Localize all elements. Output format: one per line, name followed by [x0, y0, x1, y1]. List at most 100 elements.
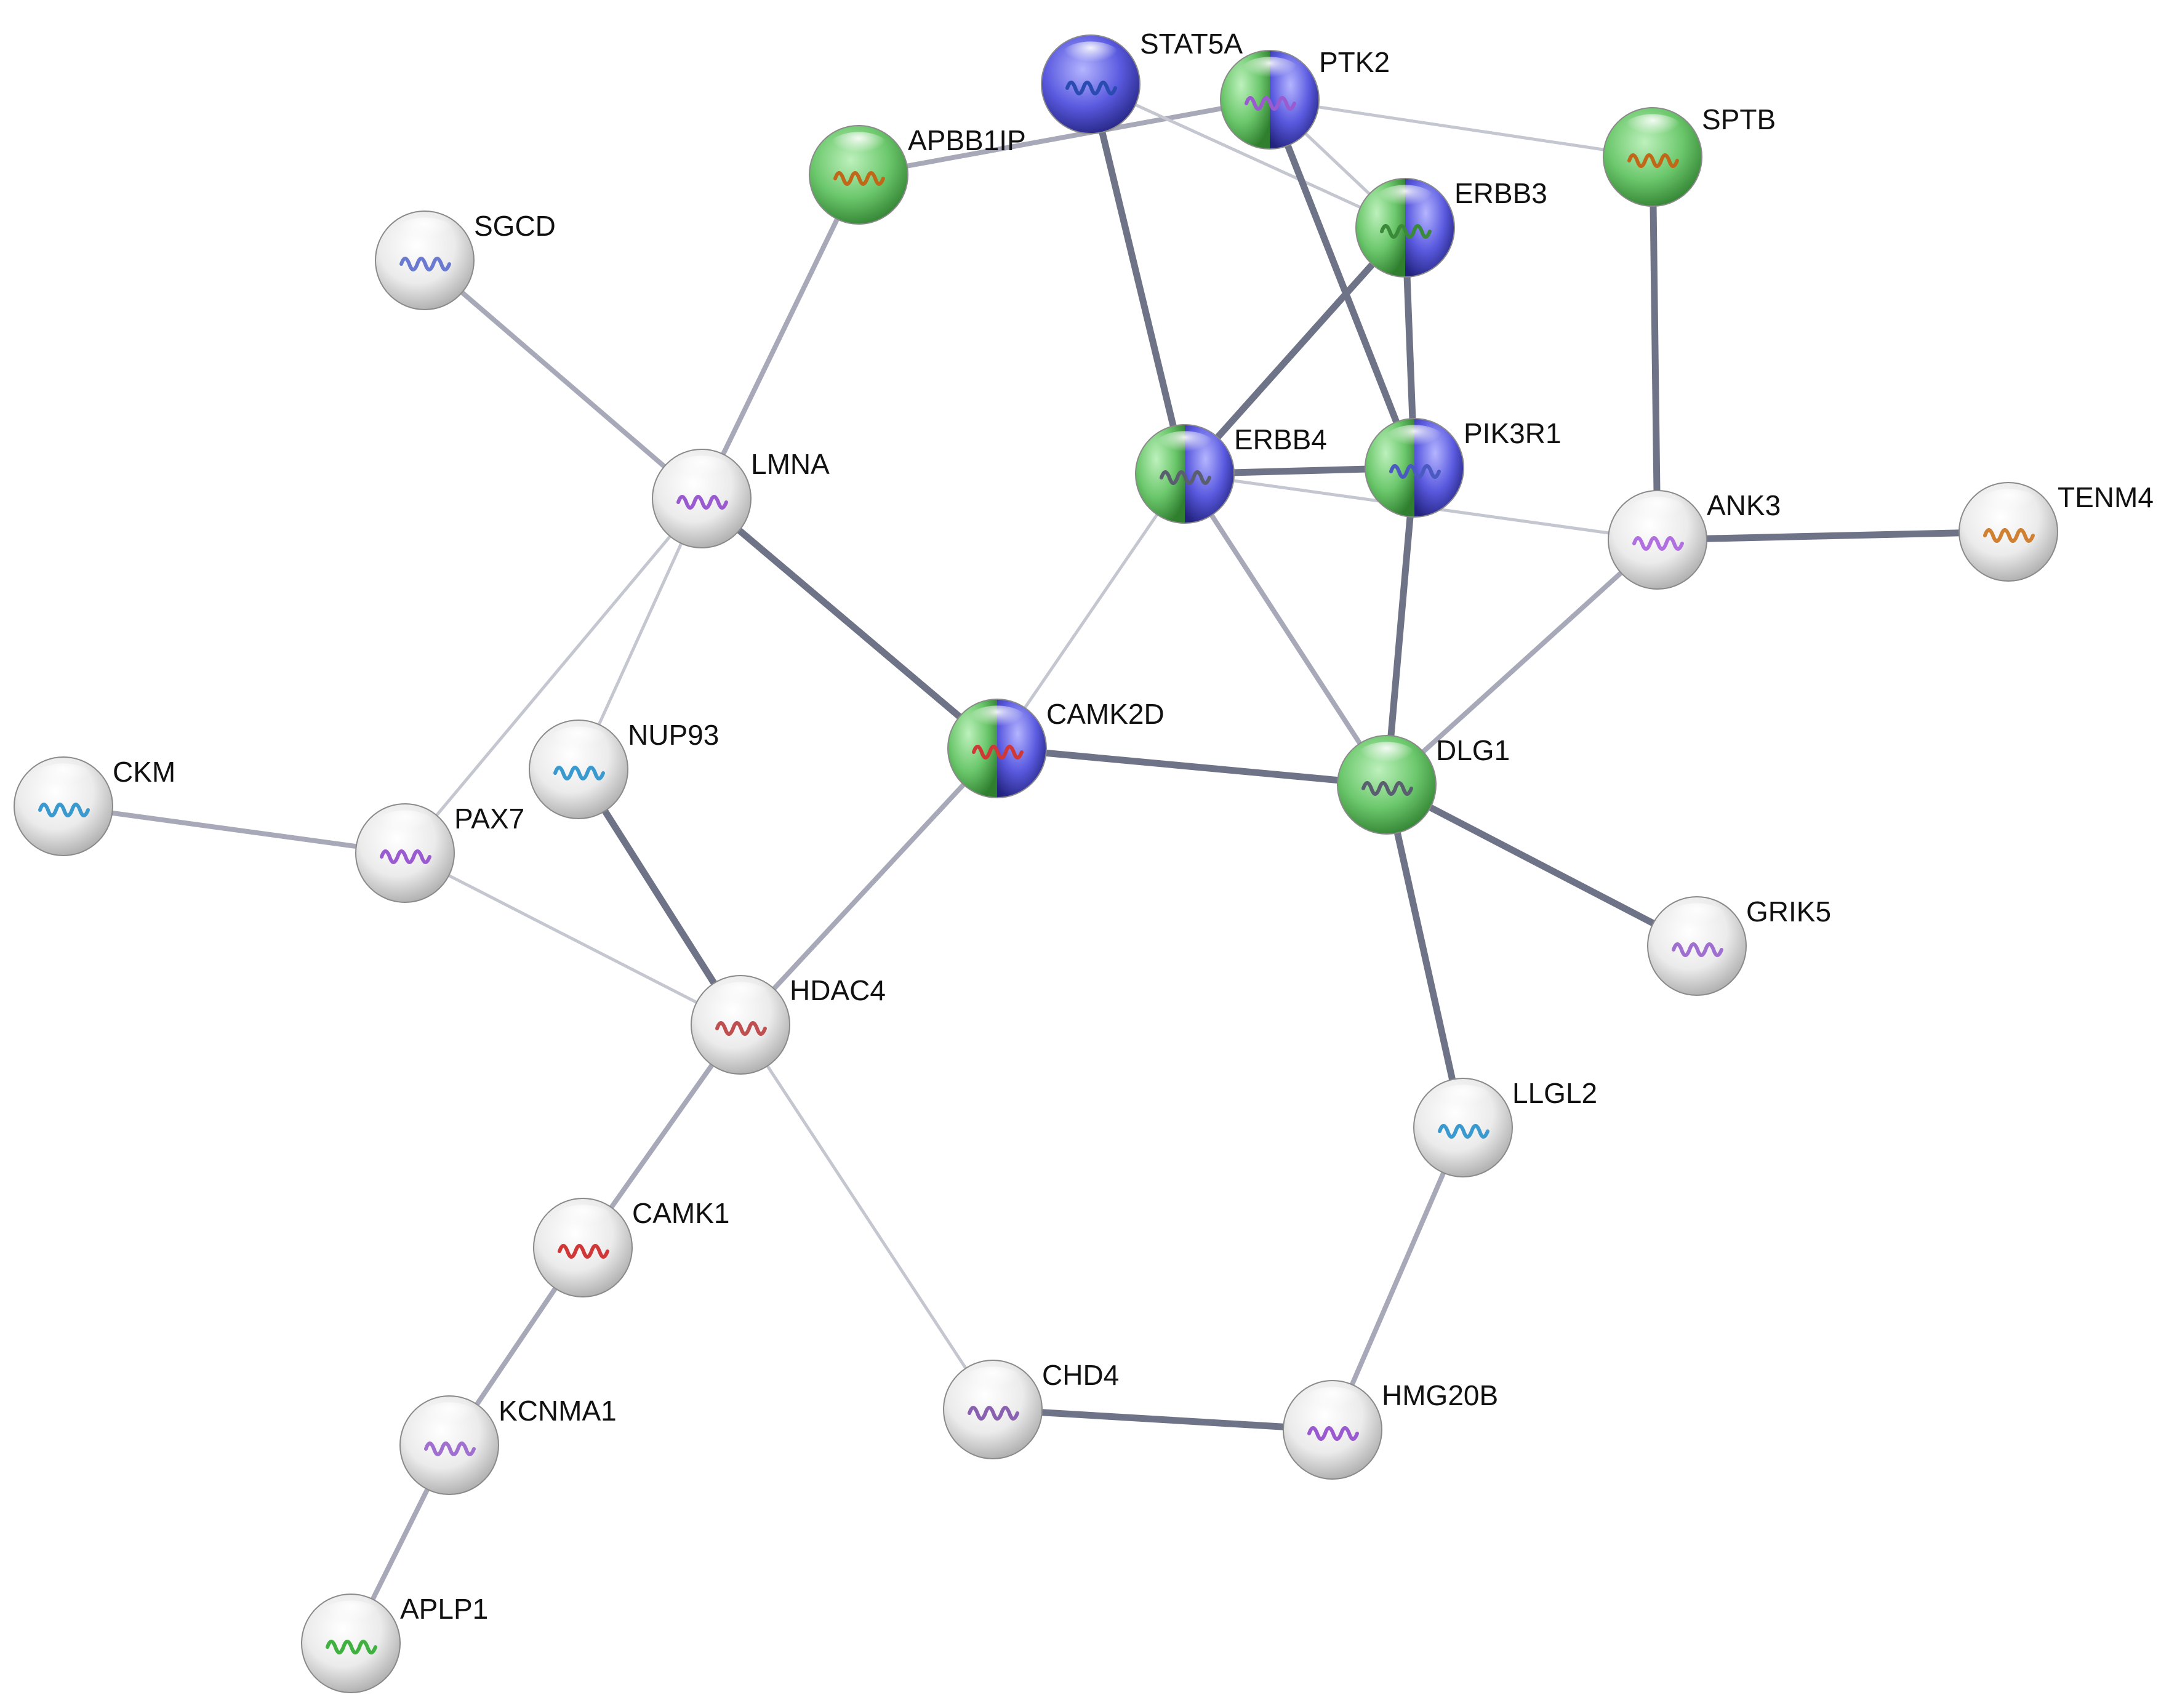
sphere-gloss — [1060, 41, 1121, 73]
node-llgl2[interactable]: LLGL2 — [1413, 1077, 1597, 1177]
node-apbb1ip[interactable]: APBB1IP — [809, 124, 1026, 225]
edge-pax7-hdac4[interactable] — [403, 851, 742, 1027]
edge-apbb1ip-lmna[interactable] — [699, 172, 861, 501]
node-label-llgl2: LLGL2 — [1512, 1077, 1597, 1109]
node-label-erbb4: ERBB4 — [1234, 423, 1327, 455]
coil-blue-icon — [399, 257, 451, 271]
sphere-rim — [1220, 50, 1320, 150]
node-lmna[interactable]: LMNA — [652, 448, 830, 548]
helix-orange-icon — [1627, 153, 1679, 168]
edge-pik3r1-dlg1[interactable] — [1383, 464, 1418, 788]
sphere-rim — [1337, 735, 1437, 835]
sphere-gloss — [1978, 489, 2039, 521]
sphere-rim — [533, 1198, 633, 1297]
edge-sgcd-lmna[interactable] — [422, 258, 704, 501]
edge-stat5a-erbb3[interactable] — [1089, 82, 1407, 230]
sphere-gloss — [1432, 1085, 1494, 1117]
node-erbb3[interactable]: ERBB3 — [1355, 177, 1547, 278]
sphere-gloss — [962, 1366, 1024, 1398]
edge-nup93-hdac4[interactable] — [575, 766, 744, 1028]
helix-blue-icon — [1065, 81, 1117, 95]
sphere-gloss — [1302, 1387, 1363, 1419]
node-hmg20b[interactable]: HMG20B — [1283, 1379, 1498, 1480]
node-camk2d[interactable]: CAMK2D — [947, 698, 1165, 798]
edge-lmna-camk2d[interactable] — [698, 495, 1001, 752]
edge-chd4-hmg20b[interactable] — [989, 1406, 1336, 1433]
edge-llgl2-hmg20b[interactable] — [1330, 1125, 1465, 1432]
node-ank3[interactable]: ANK3 — [1608, 489, 1781, 590]
edge-camk2d-hdac4[interactable] — [738, 746, 1000, 1027]
edge-hdac4-chd4[interactable] — [739, 1023, 995, 1411]
node-erbb4[interactable]: ERBB4 — [1135, 423, 1327, 524]
sphere-rim — [691, 975, 790, 1075]
node-chd4[interactable]: CHD4 — [943, 1359, 1119, 1459]
sphere-rim — [1413, 1078, 1513, 1177]
node-label-sgcd: SGCD — [474, 210, 556, 242]
sphere-gloss — [1384, 425, 1445, 457]
node-kcnma1[interactable]: KCNMA1 — [399, 1395, 617, 1495]
node-ptk2[interactable]: PTK2 — [1220, 46, 1390, 150]
domain-purple-icon — [1672, 942, 1723, 957]
edge-ptk2-sptb[interactable] — [1268, 98, 1654, 159]
edge-camk2d-dlg1[interactable] — [993, 745, 1390, 788]
node-camk1[interactable]: CAMK1 — [533, 1197, 729, 1297]
node-dlg1[interactable]: DLG1 — [1337, 734, 1510, 835]
edge-lmna-pax7[interactable] — [403, 497, 704, 855]
node-label-ptk2: PTK2 — [1319, 46, 1390, 78]
sphere-rim — [1608, 490, 1707, 590]
node-label-ckm: CKM — [113, 756, 175, 788]
node-ckm[interactable]: CKM — [14, 756, 175, 856]
node-pax7[interactable]: PAX7 — [355, 803, 524, 903]
edge-dlg1-llgl2[interactable] — [1383, 781, 1467, 1131]
edge-ank3-dlg1[interactable] — [1384, 537, 1660, 787]
sphere-rim — [399, 1395, 499, 1495]
edge-ank3-tenm4[interactable] — [1654, 528, 2012, 543]
node-sptb[interactable]: SPTB — [1603, 103, 1776, 207]
node-label-ank3: ANK3 — [1707, 489, 1781, 521]
edge-dlg1-grik5[interactable] — [1383, 781, 1701, 950]
sphere-rim — [947, 699, 1047, 798]
domain-rainbow-icon — [38, 803, 90, 817]
node-pik3r1[interactable]: PIK3R1 — [1365, 417, 1562, 518]
sphere-gloss — [1627, 497, 1688, 529]
coil-red-icon — [715, 1021, 767, 1036]
sphere-rim — [1135, 424, 1235, 524]
domain-purple-icon — [424, 1441, 476, 1456]
domain-rainbow-icon — [1438, 1124, 1489, 1139]
domain-blue-icon — [1389, 464, 1441, 479]
sphere-gloss — [394, 217, 455, 249]
coil-purple-icon — [968, 1406, 1019, 1421]
node-label-hmg20b: HMG20B — [1382, 1379, 1498, 1411]
node-hdac4[interactable]: HDAC4 — [691, 974, 886, 1075]
edge-apbb1ip-ptk2[interactable] — [856, 97, 1272, 177]
sphere-rim — [1959, 482, 2058, 582]
sphere-gloss — [710, 982, 771, 1014]
node-stat5a[interactable]: STAT5A — [1041, 28, 1243, 134]
edge-ckm-pax7[interactable] — [61, 804, 407, 856]
node-label-camk1: CAMK1 — [632, 1197, 729, 1229]
edge-erbb3-erbb4[interactable] — [1181, 224, 1409, 478]
sphere-rim — [14, 756, 113, 856]
helix-red-icon — [558, 1244, 609, 1259]
sphere-rim — [301, 1594, 401, 1693]
edge-erbb4-camk2d[interactable] — [995, 472, 1187, 750]
node-label-lmna: LMNA — [751, 448, 830, 480]
node-grik5[interactable]: GRIK5 — [1647, 896, 1831, 996]
domain-multicolor-icon — [1380, 224, 1432, 239]
node-label-camk2d: CAMK2D — [1046, 698, 1165, 730]
node-sgcd[interactable]: SGCD — [375, 210, 556, 310]
domain-rainbow-icon — [553, 766, 605, 780]
sphere-rim — [809, 125, 908, 225]
sphere-gloss — [1622, 114, 1683, 146]
node-aplp1[interactable]: APLP1 — [301, 1593, 488, 1693]
edge-stat5a-erbb4[interactable] — [1087, 81, 1189, 478]
sphere-gloss — [33, 763, 94, 795]
node-tenm4[interactable]: TENM4 — [1959, 481, 2154, 582]
node-label-dlg1: DLG1 — [1436, 734, 1510, 766]
edge-sptb-ank3[interactable] — [1649, 153, 1661, 543]
node-nup93[interactable]: NUP93 — [529, 719, 719, 819]
edge-ptk2-pik3r1[interactable] — [1266, 96, 1418, 471]
edge-erbb4-dlg1[interactable] — [1182, 471, 1389, 787]
